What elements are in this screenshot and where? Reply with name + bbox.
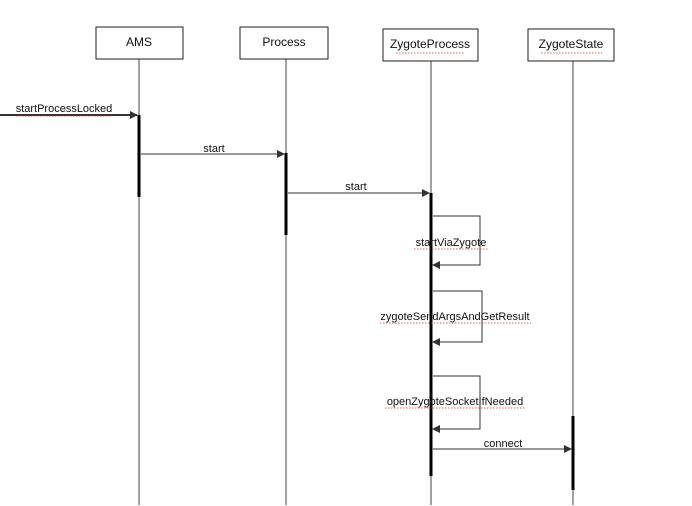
participant-label: ZygoteState	[539, 37, 604, 51]
message-start-ams-process: start	[141, 143, 285, 158]
message-label: startProcessLocked	[16, 103, 113, 115]
message-label: startViaZygote	[416, 237, 487, 249]
message-label: connect	[484, 438, 523, 450]
message-zygotesendargsandgetresult: zygoteSendArgsAndGetResult	[380, 290, 531, 346]
participant-label: ZygoteProcess	[390, 37, 470, 51]
participant-label: AMS	[126, 35, 152, 49]
participant-ams: AMS	[95, 26, 184, 60]
participant-zygotestate: ZygoteState	[527, 28, 615, 62]
participant-label: Process	[262, 35, 305, 49]
message-startprocesslocked: startProcessLocked	[0, 103, 138, 119]
message-openzygotesocketifneeded: openZygoteSocketIfNeeded	[385, 375, 525, 433]
message-label: zygoteSendArgsAndGetResult	[380, 311, 529, 323]
message-startviazygote: startViaZygote	[414, 215, 488, 269]
message-start-process-zygoteprocess: start	[288, 181, 430, 197]
participant-zygoteprocess: ZygoteProcess	[382, 28, 479, 62]
message-label: openZygoteSocketIfNeeded	[387, 396, 523, 408]
message-connect: connect	[433, 438, 572, 453]
message-label: start	[203, 143, 224, 155]
message-label: start	[345, 181, 366, 193]
participant-process: Process	[239, 26, 329, 60]
